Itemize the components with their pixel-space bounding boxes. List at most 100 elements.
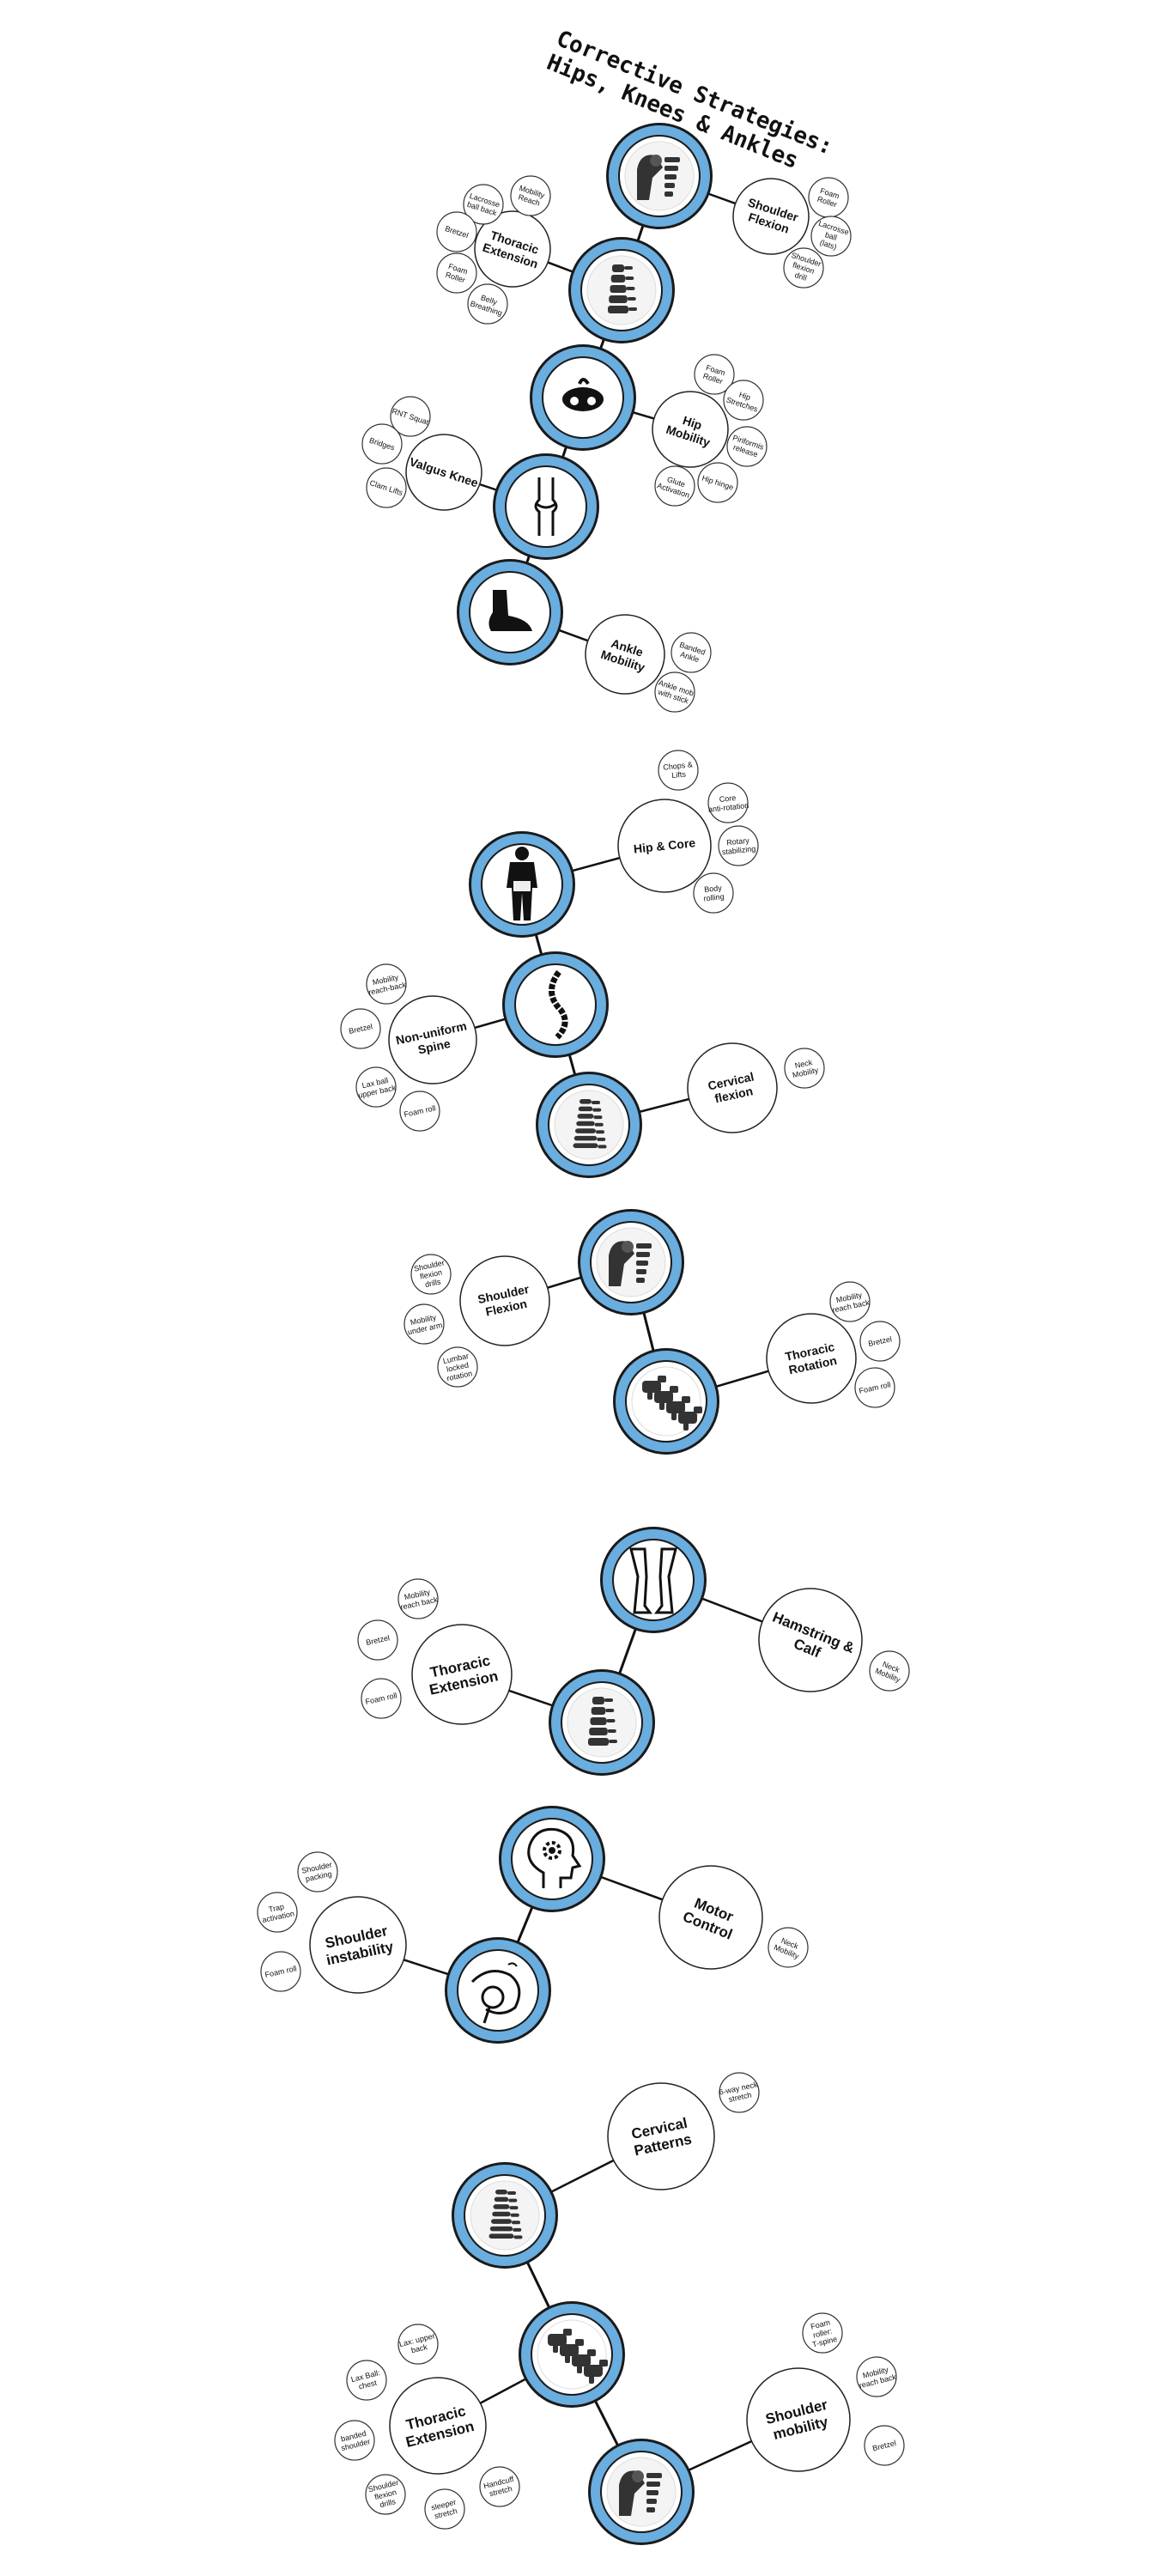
body-node-0-2[interactable] xyxy=(530,344,636,451)
vertebrae-icon xyxy=(631,1366,702,1437)
exercise-item[interactable]: Bretzel xyxy=(859,1321,901,1362)
exercise-label: Bodyrolling xyxy=(702,884,725,903)
body-node-5-0[interactable] xyxy=(452,2162,558,2269)
body-icon xyxy=(507,847,537,920)
exercise-item[interactable]: Bridges xyxy=(361,423,403,465)
head-gear-icon xyxy=(527,1827,582,1888)
body-node-2-1[interactable] xyxy=(613,1348,719,1455)
exercise-item[interactable]: 6-way neckstretch xyxy=(719,2072,761,2113)
topic-2-0[interactable]: ShoulderFlexionShoulderflexiondrillsMobi… xyxy=(404,1254,550,1388)
exercise-item[interactable]: NeckMobility xyxy=(784,1048,825,1089)
body-node-0-1[interactable] xyxy=(568,237,675,343)
exercise-item[interactable]: bandedshoulder xyxy=(334,2420,375,2461)
exercise-item[interactable]: Mobilityreach back xyxy=(397,1578,439,1619)
group-2: ShoulderFlexionShoulderflexiondrillsMobi… xyxy=(404,1209,901,1455)
exercise-item[interactable]: Foam roll xyxy=(361,1678,402,1719)
body-node-3-1[interactable] xyxy=(549,1669,655,1776)
exercise-item[interactable]: Foamroller:T-spine xyxy=(802,2312,843,2354)
exercise-item[interactable]: Piriformisrelease xyxy=(726,426,768,467)
exercise-item[interactable]: FoamRoller xyxy=(808,177,849,218)
exercise-item[interactable]: FoamRoller xyxy=(436,252,477,294)
body-node-0-4[interactable] xyxy=(457,559,563,665)
body-node-2-0[interactable] xyxy=(578,1209,684,1315)
curved-spine-icon xyxy=(549,969,568,1040)
exercise-item[interactable]: Foam roll xyxy=(854,1367,895,1408)
exercise-item[interactable]: sleeperstretch xyxy=(424,2488,465,2530)
topic-4-1[interactable]: ShoulderinstabilityShoulderpackingTrapac… xyxy=(257,1851,407,1994)
exercise-item[interactable]: BellyBreathing xyxy=(467,283,508,325)
exercise-item[interactable]: GluteActivation xyxy=(654,465,695,507)
cervical-spine-icon xyxy=(554,1090,624,1160)
exercise-item[interactable]: Lax Ball:chest xyxy=(346,2360,387,2401)
exercise-item[interactable]: BandedAnkle xyxy=(671,632,712,673)
body-node-0-0[interactable] xyxy=(606,123,713,229)
exercise-item[interactable]: Bretzel xyxy=(340,1008,381,1049)
exercise-item[interactable]: Bretzel xyxy=(864,2425,905,2466)
spine-icon xyxy=(567,1687,637,1758)
exercise-item[interactable]: Bretzel xyxy=(436,211,477,252)
exercise-item[interactable]: RNT Squat xyxy=(390,396,431,437)
exercise-item[interactable]: Rotarystabilizing xyxy=(718,825,759,866)
exercise-item[interactable]: Ankle mobwith stick xyxy=(654,671,695,713)
body-node-1-0[interactable] xyxy=(469,831,575,938)
topic-0-2[interactable]: HipMobilityFoamRollerHipStretchesPirifor… xyxy=(652,354,768,507)
exercise-item[interactable]: NeckMobility xyxy=(869,1650,910,1692)
exercise-item[interactable]: Lacrosseball back xyxy=(463,184,504,225)
exercise-item[interactable]: Mobilityreach back xyxy=(856,2356,897,2397)
topic-5-2[interactable]: ShouldermobilityFoamroller:T-spineMobili… xyxy=(746,2312,905,2472)
exercise-item[interactable]: Foam roll xyxy=(260,1951,301,1992)
body-node-0-3[interactable] xyxy=(493,453,599,560)
body-node-5-2[interactable] xyxy=(588,2439,695,2545)
exercise-item[interactable]: MobilityReach xyxy=(510,175,551,216)
exercise-item[interactable]: Mobilityreach back xyxy=(829,1281,871,1322)
exercise-item[interactable]: Trapactivation xyxy=(257,1892,298,1933)
knee-icon xyxy=(534,477,558,536)
shoulder-joint-icon xyxy=(470,1962,521,2024)
exercise-item[interactable]: Lacrosseball(lats) xyxy=(810,216,852,257)
topic-0-1[interactable]: ThoracicExtensionMobilityReachLacrosseba… xyxy=(436,175,551,325)
vertebrae-icon xyxy=(537,2319,608,2390)
body-node-1-1[interactable] xyxy=(502,951,609,1058)
exercise-item[interactable]: Mobilityreach-back xyxy=(366,963,407,1005)
exercise-item[interactable]: Chops &Lifts xyxy=(658,750,699,791)
exercise-item[interactable]: Bodyrolling xyxy=(693,872,734,914)
exercise-item[interactable]: Handcuffstretch xyxy=(479,2466,520,2507)
exercise-item[interactable]: Bretzel xyxy=(357,1619,398,1661)
exercise-item[interactable]: Shoulderflexiondrills xyxy=(410,1254,452,1295)
exercise-item[interactable]: Lax ballupper back xyxy=(355,1066,397,1108)
topic-0-0[interactable]: ShoulderFlexionFoamRollerLacrosseball(la… xyxy=(732,177,852,289)
exercise-item[interactable]: HipStretches xyxy=(723,380,764,421)
body-node-4-0[interactable] xyxy=(499,1806,605,1912)
body-node-1-2[interactable] xyxy=(536,1072,642,1178)
exercise-item[interactable]: Shoulderpacking xyxy=(297,1851,338,1893)
legs-icon xyxy=(629,1547,677,1614)
exercise-item[interactable]: Mobilityunder arm xyxy=(404,1303,445,1345)
exercise-item[interactable]: Foam roll xyxy=(399,1091,440,1132)
exercise-item[interactable]: Lumbarlockedrotation xyxy=(437,1346,478,1388)
exercise-item[interactable]: Hip hinge xyxy=(697,462,738,503)
exercise-item[interactable]: Shoulderflexiondrill xyxy=(783,247,824,289)
exercise-item[interactable]: Shoulderflexiondrills xyxy=(365,2474,406,2515)
body-node-3-0[interactable] xyxy=(600,1527,707,1633)
body-node-5-1[interactable] xyxy=(519,2301,625,2408)
exercise-item[interactable]: Clam Lifts xyxy=(366,467,407,508)
exercise-item[interactable]: FoamRoller xyxy=(694,354,735,395)
exercise-item[interactable]: NeckMobility xyxy=(768,1927,809,1968)
exercise-item[interactable]: Lax: upperback xyxy=(397,2324,439,2365)
exercise-item[interactable]: Coreanti-rotation xyxy=(707,782,749,823)
body-node-4-1[interactable] xyxy=(445,1937,551,2044)
topic-1-1[interactable]: Non-uniformSpineMobilityreach-backBretze… xyxy=(340,963,477,1132)
